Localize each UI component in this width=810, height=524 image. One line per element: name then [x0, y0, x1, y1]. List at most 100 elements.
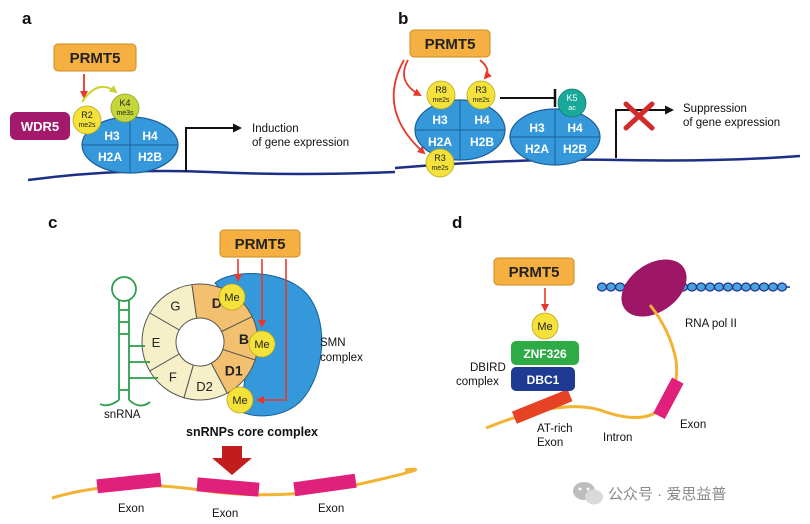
smn-label-line2: complex — [320, 352, 363, 364]
svg-text:PRMT5: PRMT5 — [425, 36, 476, 53]
panel-label-c: c — [48, 213, 57, 232]
methylation-arrow — [256, 259, 287, 404]
svg-text:H3: H3 — [529, 121, 545, 135]
sm-segment-e — [141, 312, 180, 372]
suppression-line1: Suppression — [683, 103, 747, 115]
panel-a: a PRMT5 WDR5 H3 H4 H2A H2B R2 me2s — [10, 9, 396, 182]
k4-mark: K4 me3s — [110, 93, 140, 123]
dbc1-box: DBC1 — [511, 367, 575, 391]
rna-pol-ii — [621, 259, 687, 317]
exon-label-3: Exon — [318, 503, 344, 515]
r3-mark-top: R3 me2s — [466, 80, 496, 110]
svg-text:H2B: H2B — [563, 142, 587, 156]
svg-text:Me: Me — [537, 321, 552, 333]
svg-text:me3s: me3s — [116, 110, 134, 117]
suppression-line2: of gene expression — [683, 117, 780, 129]
nucleosome-bead — [731, 282, 743, 292]
prmt5-box: PRMT5 — [53, 43, 137, 72]
sm-label-d2: D2 — [196, 379, 213, 394]
nucleosome-b-left: H3 H4 H2A H2B — [414, 99, 506, 161]
dna-strand — [394, 154, 801, 170]
prmt5-box: PRMT5 — [493, 257, 575, 286]
panel-d: d RNA pol II PRMT5 Me ZNF326 DBC1 DBIRD … — [452, 213, 790, 449]
exon-label-d: Exon — [680, 419, 706, 431]
svg-text:ZNF326: ZNF326 — [523, 347, 567, 361]
znf326-box: ZNF326 — [511, 341, 579, 365]
svg-text:R3: R3 — [475, 85, 487, 95]
svg-text:K5: K5 — [566, 93, 577, 103]
nucleosome-bead — [758, 282, 770, 292]
cross-icon — [623, 101, 655, 131]
at-rich-exon — [511, 389, 573, 424]
me-mark-3: Me — [226, 386, 254, 414]
atrich-label-line2: Exon — [537, 437, 563, 449]
nucleosome-bead — [605, 282, 617, 292]
methylation-arrow — [479, 59, 492, 80]
r8-mark: R8 me2s — [426, 80, 456, 110]
nucleosome-bead — [713, 282, 725, 292]
prmt5-box: PRMT5 — [219, 229, 301, 258]
svg-text:DBC1: DBC1 — [527, 373, 560, 387]
panel-label-a: a — [22, 9, 32, 28]
exon-2 — [196, 477, 260, 497]
methylation-arrow — [392, 59, 426, 155]
methylation-arrow — [403, 59, 422, 96]
exon-3 — [293, 473, 357, 497]
watermark: 公众号 · 爱思益普 — [573, 482, 726, 505]
svg-text:H2A: H2A — [428, 135, 452, 149]
nucleosome-bead — [722, 282, 734, 292]
atrich-label-line1: AT-rich — [537, 423, 573, 435]
dbird-label-line1: DBIRD — [470, 362, 506, 374]
svg-text:K4: K4 — [119, 98, 130, 108]
svg-text:Me: Me — [224, 292, 239, 304]
svg-text:Me: Me — [232, 395, 247, 407]
svg-text:H2A: H2A — [525, 142, 549, 156]
nucleosome-bead — [749, 282, 761, 292]
sm-segment-f — [149, 353, 195, 399]
smn-label-line1: SMN — [320, 337, 346, 349]
panel-label-d: d — [452, 213, 462, 232]
svg-text:H3: H3 — [432, 113, 448, 127]
watermark-text: 公众号 · 爱思益普 — [608, 486, 726, 503]
sm-label-e: E — [152, 335, 161, 350]
histone-h2b: H2B — [138, 150, 162, 164]
nucleosome-bead — [704, 282, 716, 292]
svg-text:ac: ac — [568, 105, 576, 112]
nucleosome-bead — [740, 282, 752, 292]
svg-text:Me: Me — [254, 339, 269, 351]
nucleosome-bead — [776, 282, 788, 292]
crosstalk-arrow — [81, 85, 118, 103]
sm-ring: GEFD2D1BD3 — [141, 283, 259, 401]
panel-b: b PRMT5 H3 H4 H2A H2B R8 me2s R3 me2s — [392, 9, 801, 178]
svg-text:H4: H4 — [567, 121, 583, 135]
exon-1 — [96, 472, 162, 494]
histone-h2a: H2A — [98, 150, 122, 164]
svg-text:R8: R8 — [435, 85, 447, 95]
wdr5-box: WDR5 — [10, 112, 70, 140]
down-arrow-icon — [212, 446, 252, 475]
induction-line1: Induction — [252, 123, 299, 135]
nucleosome-bead — [695, 282, 707, 292]
snrna — [99, 276, 158, 407]
svg-text:R2: R2 — [81, 110, 93, 120]
r3-mark-bottom: R3 me2s — [425, 148, 455, 178]
r2-mark: R2 me2s — [72, 105, 102, 135]
svg-text:me2s: me2s — [432, 97, 450, 104]
prmt5-label: PRMT5 — [70, 50, 121, 67]
svg-text:me2s: me2s — [78, 122, 96, 129]
me-mark-2: Me — [248, 330, 276, 358]
wechat-icon — [573, 482, 603, 505]
exon-label-2: Exon — [212, 508, 238, 520]
sm-segment-d1 — [210, 348, 256, 394]
sm-label-f: F — [169, 370, 177, 385]
k5-mark: K5 ac — [557, 88, 587, 118]
dna-strand — [27, 169, 396, 182]
tss-arrow — [185, 123, 242, 172]
dbird-label-line2: complex — [456, 376, 499, 388]
panel-label-b: b — [398, 9, 408, 28]
nucleosome-bead — [767, 282, 779, 292]
sm-label-g: G — [170, 299, 180, 314]
histone-h4: H4 — [142, 129, 158, 143]
me-mark-1: Me — [218, 283, 246, 311]
